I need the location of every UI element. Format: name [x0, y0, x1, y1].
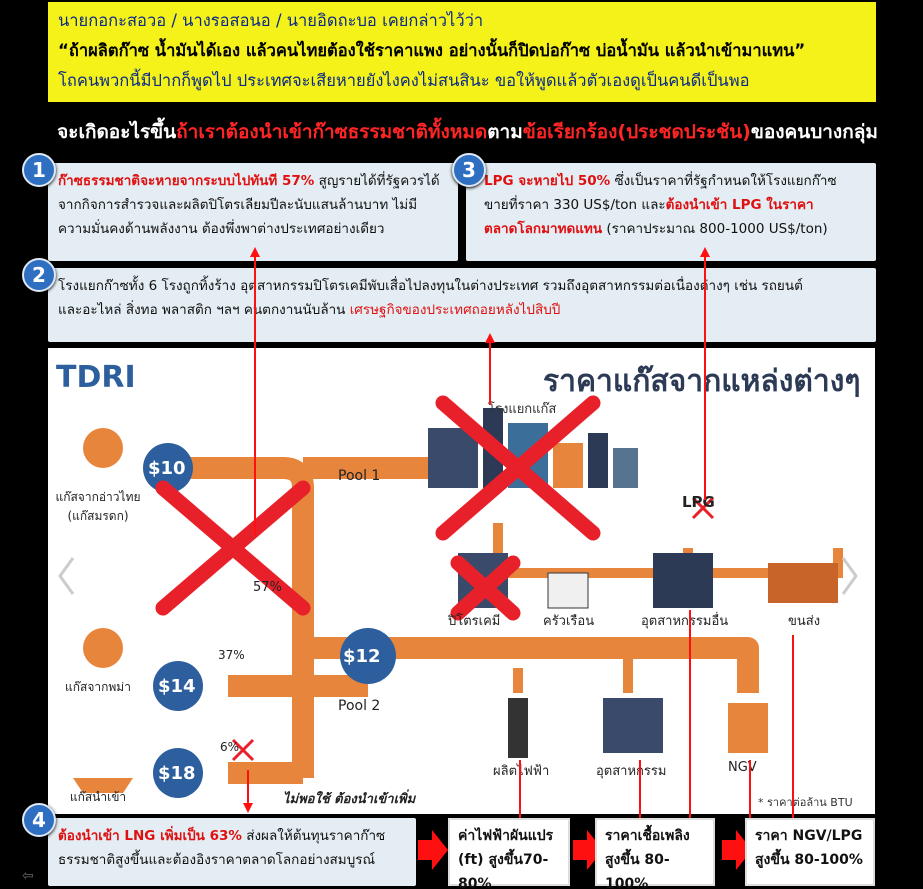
small-cross-marks — [231, 496, 715, 762]
back-arrow-icon[interactable]: ⇦ — [22, 868, 34, 884]
result-fuel-line2: สูงขึ้น 80-100% — [605, 852, 670, 889]
panel-3-red3: ตลาดโลกมาทดแทน — [484, 221, 603, 237]
panel-3-red1: LPG จะหายไป 50% — [484, 173, 611, 189]
user-transport: ขนส่ง — [788, 614, 821, 629]
user-power: ผลิตไฟฟ้า — [493, 764, 550, 779]
source-pins — [73, 428, 133, 793]
pool2-label: Pool 2 — [338, 698, 381, 714]
price-gulf: $10 — [148, 458, 186, 479]
panel-3-number: 3 — [452, 153, 486, 187]
cross-marks — [155, 395, 601, 621]
pool2-price: $12 — [343, 646, 381, 667]
panel-3-t3: (ราคาประมาณ 800-1000 US$/ton) — [602, 221, 828, 237]
source-gulf-name: แก๊สจากอ่าวไทย — [55, 490, 141, 504]
not-enough-note: ไม่พอใช้ ต้องนำเข้าเพิ่ม — [283, 792, 416, 807]
price-circles — [143, 443, 396, 798]
panel-3-t2: ขายที่ราคา 330 US$/ton และ — [484, 197, 666, 213]
pool1-label: Pool 1 — [338, 468, 381, 484]
panel-1-number: 1 — [22, 153, 56, 187]
user-industry: อุตสาหกรรม — [596, 764, 667, 779]
quote-box: นายกอกะสอวอ / นางรอสอนอ / นายอิดถะบอ เคย… — [48, 2, 876, 102]
panel-4: ต้องนำเข้า LNG เพิ่มเป็น 63% ส่งผลให้ต้น… — [48, 818, 416, 886]
user-other-industry: อุตสาหกรรมอื่น — [641, 614, 729, 629]
panel-3-t1: ซึ่งเป็นราคาที่รัฐกำหนดให้โรงแยกก๊าซ — [610, 173, 837, 189]
headline: จะเกิดอะไรขึ้นถ้าเราต้องนำเข้าก๊าซธรรมชา… — [20, 110, 915, 154]
tdri-brand: TDRI — [56, 360, 136, 395]
result-electricity: ค่าไฟฟ้าผันแปร (ft) สูงขึ้น70-80% — [448, 818, 570, 889]
panel-1-red: ก๊าซธรรมชาติจะหายจากระบบไปทันที 57% — [58, 173, 315, 189]
infographic-svg — [58, 395, 858, 798]
panel-4-red: ต้องนำเข้า LNG เพิ่มเป็น 63% — [58, 828, 242, 844]
pct-57: 57% — [253, 580, 282, 595]
result-ngv-bold: NGV/LPG — [792, 828, 863, 844]
price-import: $18 — [158, 763, 196, 784]
panel-1-line2: จากกิจการสำรวจและผลิตปิโตรเลียมปีละนับแส… — [58, 197, 418, 213]
result-electricity-line1: ค่าไฟฟ้าผันแปร — [458, 828, 554, 844]
headline-part3: ตาม — [487, 121, 523, 143]
nav-chevrons — [58, 557, 858, 595]
result-ngv-lpg: ราคา NGV/LPG สูงขึ้น 80-100% — [745, 818, 875, 886]
panel-1: ก๊าซธรรมชาติจะหายจากระบบไปทันที 57% สูญร… — [48, 163, 458, 261]
result-ngv-line2: สูงขึ้น 80-100% — [755, 852, 863, 868]
source-myanmar-label: แก๊สจากพม่า — [65, 680, 131, 694]
plant-label: โรงแยกแก๊ส — [488, 402, 557, 417]
infographic-title: ราคาแก๊สจากแหล่งต่างๆ — [543, 364, 861, 399]
panel-1-line3: ความมั่นคงด้านพลังงาน ต้องพึ่งพาต่างประเ… — [58, 221, 385, 237]
user-petrochem: ปิโตรเคมี — [448, 614, 501, 629]
panel-4-line2: ธรรมชาติสูงขึ้นและต้องอิงราคาตลาดโลกอย่า… — [58, 852, 376, 868]
panel-3: LPG จะหายไป 50% ซึ่งเป็นราคาที่รัฐกำหนดใ… — [466, 163, 876, 261]
result-fuel: ราคาเชื้อเพลิง สูงขึ้น 80-100% — [595, 818, 715, 889]
result-ngv-pre: ราคา — [755, 828, 793, 844]
pct-37: 37% — [218, 648, 245, 662]
panel-4-line1: ส่งผลให้ต้นทุนราคาก๊าซ — [241, 828, 386, 844]
panel-2-number: 2 — [22, 258, 56, 292]
source-import-label: แก๊สนำเข้า — [69, 790, 127, 804]
panel-2-red: เศรษฐกิจของประเทศถอยหลังไปสิบปี — [349, 302, 561, 318]
headline-part1: จะเกิดอะไรขึ้น — [57, 121, 177, 143]
quote-statement: “ถ้าผลิตก๊าซ น้ำมันได้เอง แล้วคนไทยต้องใ… — [58, 41, 806, 60]
source-gulf-note: (แก๊สมรดก) — [67, 509, 129, 523]
lpg-label: LPG — [682, 493, 715, 511]
source-gulf-label: แก๊สจากอ่าวไทย (แก๊สมรดก) — [53, 488, 143, 526]
panel-2: โรงแยกก๊าซทั้ง 6 โรงถูกทิ้งร้าง อุตสาหกร… — [48, 268, 876, 342]
quote-speakers: นายกอกะสอวอ / นางรอสอนอ / นายอิดถะบอ เคย… — [58, 11, 484, 30]
panel-2-line1: โรงแยกก๊าซทั้ง 6 โรงถูกทิ้งร้าง อุตสาหกร… — [58, 278, 803, 294]
headline-part2: ถ้าเราต้องนำเข้าก๊าซธรรมชาติทั้งหมด — [176, 121, 488, 143]
panel-2-line2: และอะไหล่ สิ่งทอ พลาสติก ฯลฯ คนตกงานนับล… — [58, 302, 350, 318]
panel-3-red2: ต้องนำเข้า LPG ในราคา — [665, 197, 814, 213]
headline-part5: ของคนบางกลุ่ม — [750, 121, 878, 143]
result-electricity-line2: (ft) สูงขึ้น70-80% — [458, 852, 549, 889]
panel-1-line1: สูญรายได้ที่รัฐควรได้ — [314, 173, 440, 189]
infographic: TDRI ราคาแก๊สจากแหล่งต่างๆ โรงแยกแก๊ส LP… — [48, 348, 875, 814]
user-household: ครัวเรือน — [543, 614, 595, 629]
panel-4-number: 4 — [22, 803, 56, 837]
quote-comment: โถคนพวกนี้มีปากก็พูดไป ประเทศจะเสียหายยั… — [58, 71, 750, 90]
result-fuel-line1: ราคาเชื้อเพลิง — [605, 828, 690, 844]
price-myanmar: $14 — [158, 676, 196, 697]
headline-part4: ข้อเรียกร้อง(ประชดประชัน) — [522, 121, 751, 143]
pct-6: 6% — [220, 740, 240, 754]
unit-note: * ราคาต่อล้าน BTU — [758, 796, 853, 809]
